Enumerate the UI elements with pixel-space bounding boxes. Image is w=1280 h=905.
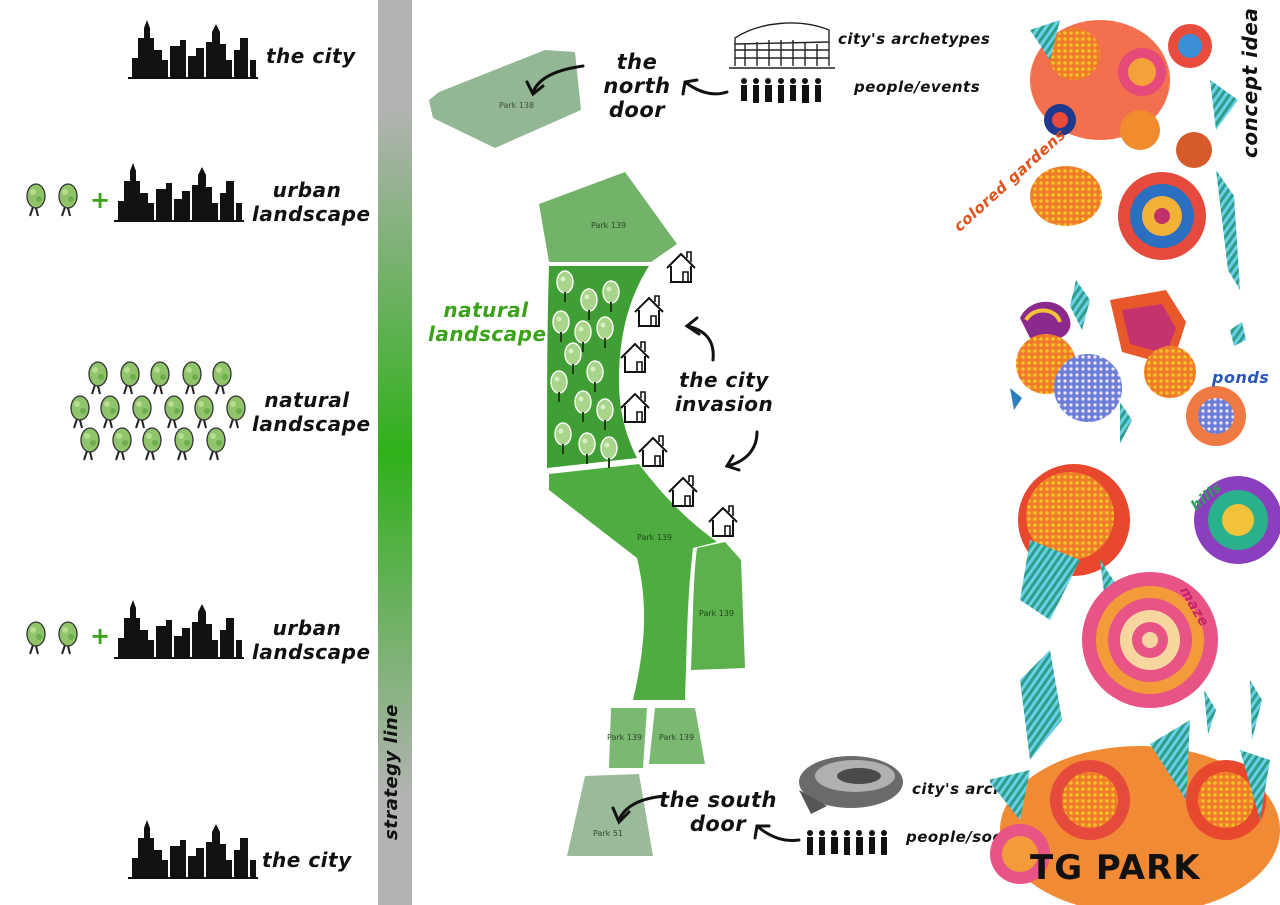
parcel-label: Park 51 (593, 829, 623, 838)
parcel-label: Park 139 (591, 221, 626, 230)
strategy-line-label: strategy line (381, 704, 402, 840)
strategy-row-urban-1: urban landscape (252, 178, 371, 226)
parcel-park-138 (429, 50, 581, 148)
city-skyline-icon (128, 820, 258, 879)
pond-shape (1010, 280, 1246, 446)
city-skyline-icon (128, 20, 258, 79)
parcel-label: Park 139 (659, 733, 694, 742)
colosseum-icon (729, 22, 835, 69)
tree-icon (26, 621, 78, 655)
parcel-label: Park 139 (699, 609, 734, 618)
concept-idea-title: concept idea (1238, 7, 1262, 158)
strategy-row-urban-2: urban landscape (252, 616, 371, 664)
strategy-row-city-bottom: the city (262, 848, 352, 872)
city-invasion-label: the city invasion (674, 368, 774, 416)
plus-sign: + (90, 622, 111, 650)
north-people-label: people/events (854, 78, 981, 96)
people-icon (741, 78, 887, 855)
city-skyline-icon (114, 600, 244, 659)
ruins-icon (799, 756, 903, 814)
parcel-park-139-small-left (609, 708, 647, 768)
parcel-label: Park 138 (499, 101, 534, 110)
parcel-park-51 (567, 774, 653, 856)
strategy-row-city-top: the city (266, 44, 356, 68)
ponds-label: ponds (1212, 368, 1270, 387)
parcel-park-139-small-right (649, 708, 705, 764)
parcel-park-139-mid (549, 464, 717, 700)
north-archetypes-label: city's archetypes (838, 30, 991, 48)
hill-maze-shape (1018, 464, 1280, 760)
strategy-icons (26, 20, 258, 879)
parcel-park-139-right (691, 542, 745, 670)
parcel-park-139-top (539, 172, 677, 262)
strategy-line-bar (378, 0, 412, 905)
tree-icon (26, 183, 78, 217)
strategy-row-natural: natural landscape (252, 388, 371, 436)
north-door-label: the north door (603, 50, 671, 122)
tg-park-brand: TG PARK (1030, 848, 1201, 888)
parcel-label: Park 139 (607, 733, 642, 742)
natural-landscape-label: natural landscape (428, 298, 547, 346)
plus-sign: + (90, 186, 111, 214)
concept-collage (990, 20, 1280, 905)
city-skyline-icon (114, 163, 244, 222)
tree-cluster-icon (70, 361, 246, 461)
parcel-label: Park 139 (637, 533, 672, 542)
arrow-icon (525, 64, 801, 842)
park-map: Park 138 Park 139 Park 139 Park 139 Park… (429, 22, 903, 856)
colored-garden-shape (1030, 20, 1240, 290)
colored-garden-shape (990, 720, 1280, 905)
south-door-label: the south door (659, 788, 777, 836)
